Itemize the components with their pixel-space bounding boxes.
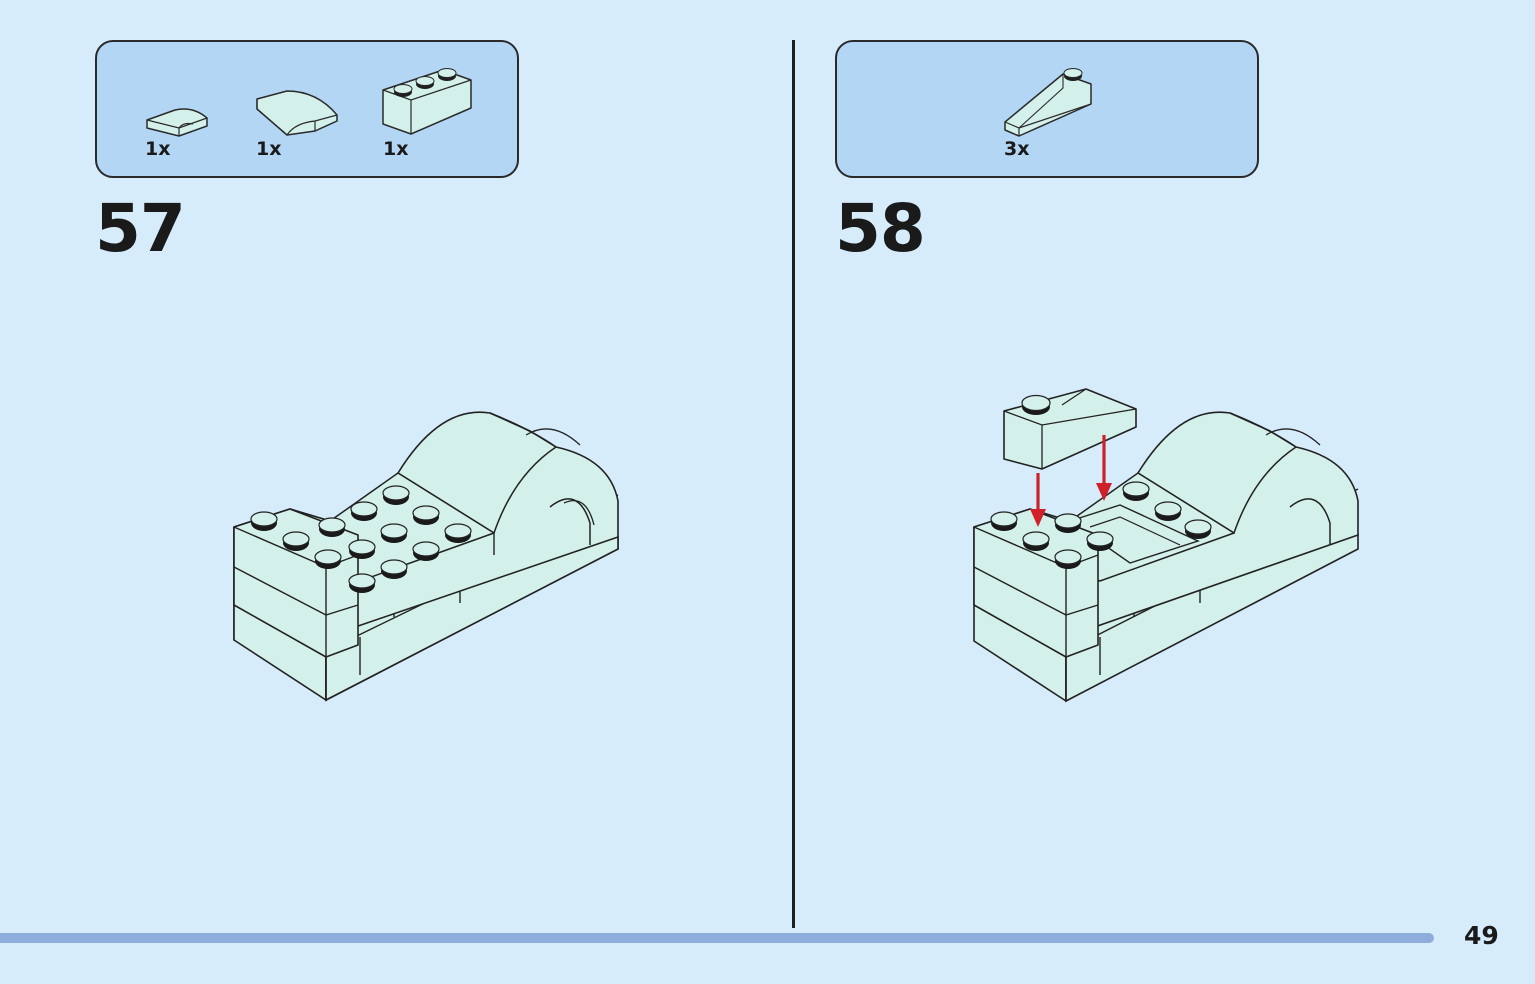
stud: [1086, 531, 1114, 547]
stud: [250, 511, 278, 527]
part-quantity: 3x: [1004, 138, 1030, 160]
stud: [412, 541, 440, 557]
stud: [282, 531, 310, 547]
stud: [1122, 481, 1150, 497]
step-57-model-illustration: [230, 405, 622, 709]
stud: [348, 539, 376, 555]
part-quantity: 1x: [256, 138, 282, 160]
part-quantity: 1x: [145, 138, 171, 160]
step-57-parts-box: 1x 1x: [95, 40, 519, 178]
page-number: 49: [1464, 921, 1499, 950]
progress-bar: [0, 933, 1434, 943]
stud: [1154, 501, 1182, 517]
stud: [412, 505, 440, 521]
stud: [444, 523, 472, 539]
step-58-parts-box: 3x: [835, 40, 1259, 178]
stud: [314, 549, 342, 565]
stud: [1054, 513, 1082, 529]
part-quantity: 1x: [383, 138, 409, 160]
stud: [1022, 531, 1050, 547]
stud: [318, 517, 346, 533]
studs-group: [250, 485, 472, 593]
stud: [350, 501, 378, 517]
stud: [990, 511, 1018, 527]
step-divider: [792, 40, 795, 928]
step-58-model-illustration: [970, 385, 1362, 709]
stud: [382, 485, 410, 501]
stud: [1054, 549, 1082, 565]
step-number: 58: [835, 190, 926, 267]
stud: [1184, 519, 1212, 535]
stud: [380, 559, 408, 575]
step-number: 57: [95, 190, 186, 267]
stud: [380, 523, 408, 539]
stud: [348, 573, 376, 589]
